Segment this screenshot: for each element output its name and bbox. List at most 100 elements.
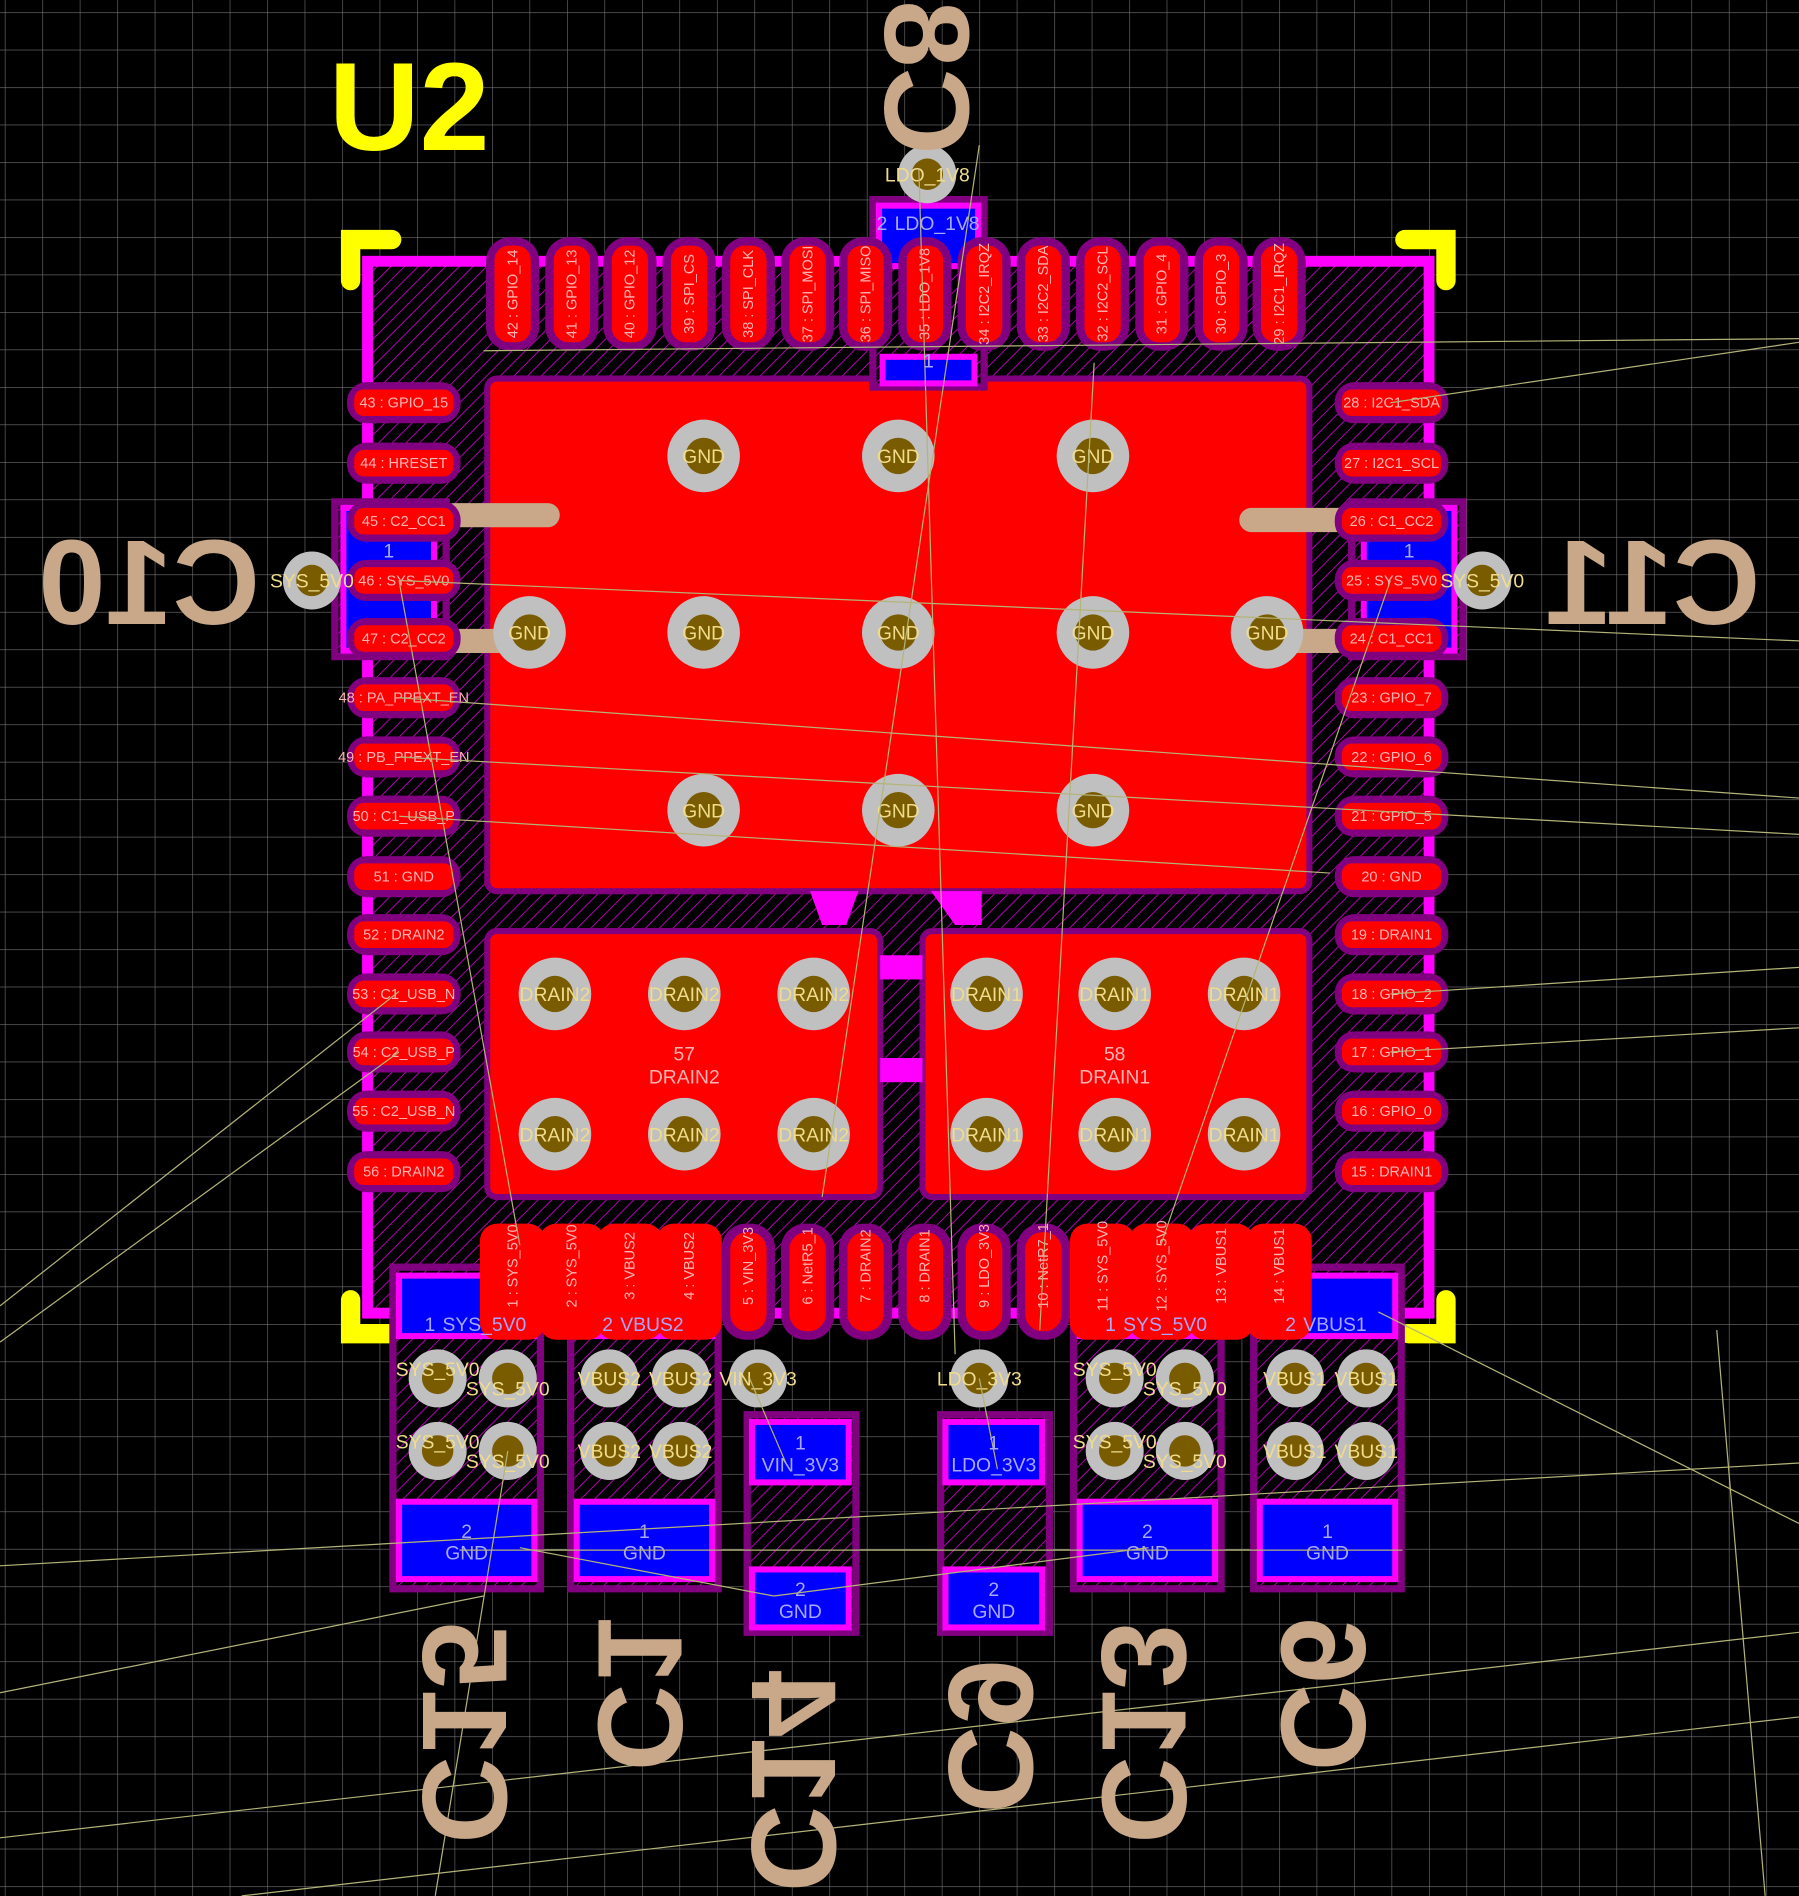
u2-pin[interactable]: 54 : C2_USB_P (346, 1031, 461, 1073)
via-gnd[interactable]: GND (493, 596, 566, 669)
u2-pin[interactable]: 18 : GPIO_2 (1334, 973, 1449, 1015)
via-sys-5v0[interactable]: SYS_5V0 (1073, 1421, 1157, 1480)
u2-pin[interactable]: 55 : C2_USB_N (346, 1090, 461, 1132)
designator-c9[interactable]: C9 (923, 1659, 1058, 1814)
u2-pin[interactable]: 11 : SYS_5V0 (1069, 1221, 1136, 1340)
designator-c11[interactable]: C11 (1545, 515, 1760, 650)
via-sys-5v0[interactable]: SYS_5V0 (1143, 1421, 1227, 1480)
c14-pad-2[interactable] (748, 1566, 852, 1631)
u2-pin[interactable]: 43 : GPIO_15 (346, 382, 461, 424)
u2-pin[interactable]: 41 : GPIO_13 (545, 237, 599, 351)
c14-pad-1[interactable] (748, 1418, 852, 1486)
via-drain1[interactable]: DRAIN1 (1078, 957, 1151, 1031)
u2-pin[interactable]: 36 : SPI_MISO (839, 237, 893, 351)
c6-pad-1[interactable] (1256, 1498, 1399, 1583)
u2-pin[interactable]: 44 : HRESET (346, 442, 461, 484)
via-gnd[interactable]: GND (862, 419, 935, 493)
designator-c15[interactable]: C15 (397, 1622, 532, 1844)
designator-c8[interactable]: C8 (859, 0, 994, 155)
u2-pin[interactable]: 13 : VBUS1 (1188, 1223, 1254, 1340)
u2-pin[interactable]: 45 : C2_CC1 (346, 500, 461, 542)
u2-pin[interactable]: 26 : C1_CC2 (1334, 500, 1449, 542)
c8-pad-1[interactable] (879, 353, 978, 387)
u2-pin[interactable]: 19 : DRAIN1 (1334, 914, 1449, 956)
via-vbus1[interactable]: VBUS1 (1263, 1349, 1327, 1408)
u2-pin[interactable]: 8 : DRAIN1 (898, 1223, 952, 1340)
u2-pin[interactable]: 56 : DRAIN2 (346, 1151, 461, 1193)
via-drain1[interactable]: DRAIN1 (1078, 1097, 1151, 1171)
via-drain2[interactable]: DRAIN2 (777, 957, 850, 1031)
via-sys-5v0[interactable]: SYS_5V0 (1143, 1349, 1227, 1408)
via-gnd[interactable]: GND (1056, 419, 1130, 493)
c13-pad-2[interactable] (1076, 1498, 1219, 1583)
u2-pin[interactable]: 47 : C2_CC2 (346, 617, 461, 660)
via-sys-5v0[interactable]: SYS_5V0 (466, 1349, 550, 1408)
via-vbus2[interactable]: VBUS2 (578, 1349, 641, 1408)
designator-c1[interactable]: C1 (572, 1617, 707, 1772)
via-gnd[interactable]: GND (1230, 596, 1304, 669)
u2-pin[interactable]: 6 : NetR5_1 (781, 1223, 835, 1340)
via-gnd[interactable]: GND (1056, 773, 1130, 847)
via-sys-5v0[interactable]: SYS_5V0 (396, 1349, 480, 1408)
u2-pin[interactable]: 25 : SYS_5V0 (1334, 559, 1449, 602)
via-drain2[interactable]: DRAIN2 (777, 1097, 850, 1171)
u2-pin[interactable]: 33 : I2C2_SDA (1016, 237, 1070, 351)
u2-pin[interactable]: 24 : C1_CC1 (1334, 617, 1449, 660)
via-gnd[interactable]: GND (667, 419, 740, 493)
u2-pin[interactable]: 7 : DRAIN2 (839, 1223, 893, 1340)
via-sys-5v0[interactable]: SYS_5V0 (1440, 551, 1524, 610)
via-vbus1[interactable]: VBUS1 (1334, 1349, 1398, 1408)
u2-pin[interactable]: 1 : SYS_5V0 (479, 1223, 546, 1340)
u2-pin[interactable]: 53 : C1_USB_N (346, 973, 461, 1015)
u2-pin[interactable]: 15 : DRAIN1 (1334, 1151, 1449, 1193)
via-drain2[interactable]: DRAIN2 (518, 1097, 592, 1171)
u2-pin[interactable]: 2 : SYS_5V0 (539, 1223, 605, 1340)
via-drain2[interactable]: DRAIN2 (648, 957, 721, 1031)
u2-pin[interactable]: 12 : SYS_5V0 (1129, 1220, 1195, 1340)
u2-pin[interactable]: 21 : GPIO_5 (1334, 795, 1449, 837)
u2-pin[interactable]: 14 : VBUS1 (1246, 1223, 1312, 1340)
u2-pin[interactable]: 3 : VBUS2 (597, 1223, 663, 1340)
via-gnd[interactable]: GND (1056, 596, 1130, 669)
u2-pin[interactable]: 4 : VBUS2 (656, 1223, 722, 1340)
via-drain1[interactable]: DRAIN1 (1207, 957, 1281, 1031)
designator-c10[interactable]: C10 (38, 515, 260, 650)
via-gnd[interactable]: GND (862, 773, 935, 847)
via-vbus2[interactable]: VBUS2 (649, 1349, 712, 1408)
u2-pin[interactable]: 40 : GPIO_12 (603, 237, 657, 351)
u2-pin[interactable]: 9 : LDO_3V3 (957, 1223, 1011, 1340)
via-sys-5v0[interactable]: SYS_5V0 (396, 1421, 480, 1480)
u2-pin[interactable]: 23 : GPIO_7 (1334, 677, 1449, 719)
u2-pin[interactable]: 39 : SPI_CS (662, 237, 716, 351)
designator-c6[interactable]: C6 (1256, 1617, 1391, 1772)
u2-pin[interactable]: 29 : I2C1_IRQZ (1252, 237, 1306, 351)
via-vbus2[interactable]: VBUS2 (649, 1421, 712, 1480)
via-gnd[interactable]: GND (667, 773, 740, 847)
u2-pin[interactable]: 34 : I2C2_IRQZ (957, 237, 1011, 351)
u2-pin[interactable]: 20 : GND (1334, 856, 1449, 898)
u2-pin[interactable]: 31 : GPIO_4 (1135, 237, 1189, 351)
via-gnd[interactable]: GND (667, 596, 740, 669)
u2-pin[interactable]: 52 : DRAIN2 (346, 914, 461, 956)
u2-pin[interactable]: 32 : I2C2_SCL (1076, 237, 1130, 351)
u2-pin[interactable]: 51 : GND (346, 856, 461, 898)
u2-pin[interactable]: 5 : VIN_3V3 (721, 1223, 775, 1340)
c1-pad-1[interactable] (573, 1498, 716, 1583)
via-vin-3v3[interactable]: VIN_3V3 (719, 1349, 797, 1408)
via-drain2[interactable]: DRAIN2 (518, 957, 592, 1031)
u2-pin[interactable]: 27 : I2C1_SCL (1334, 442, 1449, 484)
u2-pin[interactable]: 35 : LDO_1V8 (898, 237, 952, 351)
designator-u2[interactable]: U2 (329, 36, 490, 177)
via-sys-5v0[interactable]: SYS_5V0 (1073, 1349, 1157, 1408)
u2-pin[interactable]: 10 : NetR7_1 (1016, 1223, 1070, 1340)
via-drain1[interactable]: DRAIN1 (950, 1097, 1023, 1171)
u2-pin[interactable]: 42 : GPIO_14 (486, 237, 540, 351)
via-drain1[interactable]: DRAIN1 (1207, 1097, 1281, 1171)
designator-c13[interactable]: C13 (1077, 1622, 1212, 1844)
u2-pin[interactable]: 30 : GPIO_3 (1194, 237, 1248, 351)
via-gnd[interactable]: GND (862, 596, 935, 669)
c15-pad-2[interactable] (395, 1498, 538, 1583)
via-vbus1[interactable]: VBUS1 (1334, 1421, 1398, 1480)
u2-pin[interactable]: 16 : GPIO_0 (1334, 1090, 1449, 1132)
